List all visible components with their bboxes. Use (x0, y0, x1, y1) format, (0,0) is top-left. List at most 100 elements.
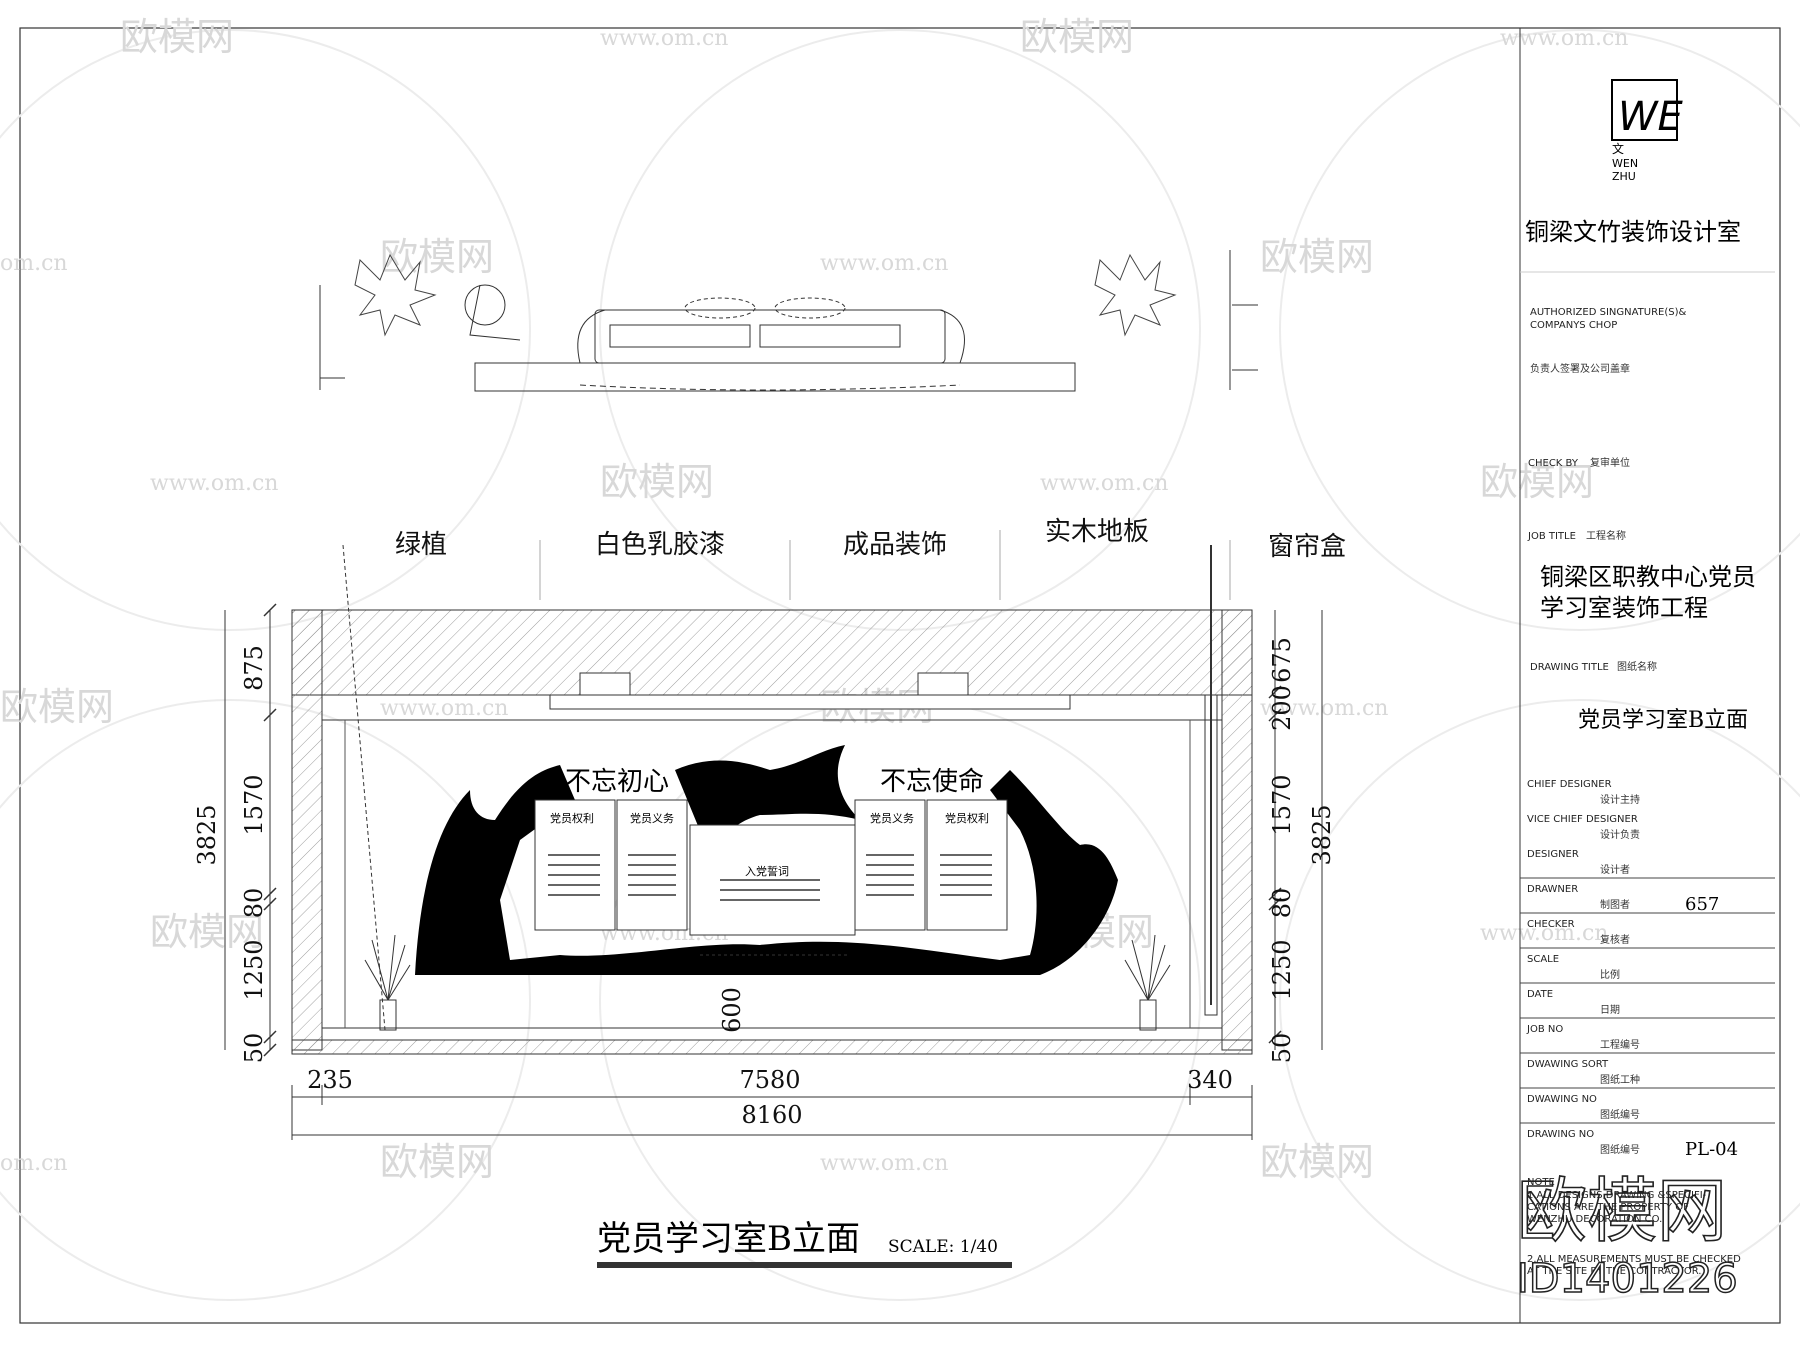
board-label: 党员权利 (945, 812, 989, 825)
label-white-paint: 白色乳胶漆 (595, 530, 725, 560)
row-label: DWAWING SORT (1527, 1059, 1609, 1070)
logo-cn: 文 (1612, 141, 1624, 156)
label-decoration: 成品装饰 (843, 530, 947, 560)
job-title-label: JOB TITLE (1527, 531, 1576, 542)
watermark-brand: 欧模网 (1260, 235, 1374, 279)
elevation: 不忘初心 不忘使命 党员权利 党员义务 入党誓词 党员义务 党员权利 (291, 544, 1253, 1055)
check-by-label: CHECK BY (1528, 458, 1579, 469)
bottom-dimensions (291, 1085, 1253, 1140)
watermark-url: www.om.cn (1500, 26, 1628, 51)
watermark-brand: 欧模网 (120, 15, 234, 59)
dim-80-right: 80 (1268, 888, 1296, 919)
drawing-title-cn: 图纸名称 (1617, 660, 1657, 673)
company-name: 铜梁文竹装饰设计室 (1525, 218, 1741, 246)
dim-1250: 1250 (240, 939, 268, 1000)
row-cn: 设计负责 (1600, 828, 1640, 841)
authorized-label2: COMPANYS CHOP (1530, 320, 1617, 331)
watermark-url: www.om.cn (1260, 696, 1388, 721)
dim-875: 875 (240, 645, 268, 691)
dim-8160: 8160 (741, 1101, 802, 1129)
watermark-url: www.om.cn (600, 26, 728, 51)
board-label: 党员义务 (870, 812, 914, 825)
note-title: NOTE (1527, 1177, 1555, 1188)
watermark-short: om.cn (0, 251, 68, 276)
row-value: PL-04 (1685, 1139, 1738, 1160)
note-line: CATIONS ARE THE PROPERTY OF (1527, 1202, 1689, 1213)
row-label: DWAWING NO (1527, 1094, 1597, 1105)
board-label: 党员义务 (630, 812, 674, 825)
dim-1570: 1570 (240, 774, 268, 835)
row-cn: 图纸编号 (1600, 1108, 1640, 1121)
dim-7580: 7580 (739, 1066, 800, 1094)
note-line: 2.ALL MEASUREMENTS MUST BE CHECKED (1527, 1254, 1741, 1265)
row-cn: 图纸工种 (1600, 1073, 1640, 1086)
dim-340: 340 (1187, 1066, 1233, 1094)
label-plant: 绿植 (395, 530, 447, 560)
drawing-name: 党员学习室B立面 (1578, 708, 1748, 733)
check-by-cn: 复审单位 (1590, 456, 1630, 469)
watermark-brand: 欧模网 (150, 910, 264, 954)
logo-mark: WE 文 WEN ZHU (1611, 79, 1684, 183)
dim-80: 80 (240, 888, 268, 919)
drawing-title: 党员学习室B立面 (597, 1219, 860, 1259)
watermark-short: om.cn (0, 1151, 68, 1176)
logo-en2: ZHU (1612, 170, 1636, 183)
right-dim-text: 675 200 1570 80 1250 50 3825 (1268, 637, 1336, 1063)
row-label: VICE CHIEF DESIGNER (1527, 814, 1638, 825)
slogan-left: 不忘初心 (565, 767, 669, 797)
watermark-url: www.om.cn (820, 1151, 948, 1176)
watermark-brand: 欧模网 (0, 685, 114, 729)
title-underline (597, 1262, 1012, 1268)
dim-50: 50 (240, 1033, 268, 1064)
dim-1250-right: 1250 (1268, 939, 1296, 1000)
plant-icon (354, 253, 1177, 337)
authorized-label: AUTHORIZED SINGNATURE(S)& (1530, 307, 1687, 318)
watermark-brand: 欧模网 (1020, 15, 1134, 59)
watermark-brand: 欧模网 (380, 1140, 494, 1184)
row-cn: 日期 (1600, 1004, 1620, 1016)
watermark-id: ID1401226 (1517, 1256, 1738, 1302)
left-dim-text: 3825 875 1570 80 1250 50 (193, 645, 268, 1063)
note-line: 1.ALL DESIGNS,DRAWING &SPECIFI- (1527, 1190, 1707, 1201)
slogan-right: 不忘使命 (880, 767, 984, 797)
row-label: DRAWING NO (1527, 1129, 1594, 1140)
row-cn: 工程编号 (1600, 1038, 1640, 1051)
row-label: DATE (1527, 989, 1553, 1000)
watermark-url: www.om.cn (380, 696, 508, 721)
watermarks: 欧模网 www.om.cn 欧模网 www.om.cn om.cn 欧模网 ww… (0, 15, 1628, 1184)
job-title-cn: 工程名称 (1586, 529, 1626, 542)
watermark-brand: 欧模网 (1480, 460, 1594, 504)
dim-1570-right: 1570 (1268, 774, 1296, 835)
plan-view (319, 250, 1258, 392)
project-name-2: 学习室装饰工程 (1540, 594, 1708, 622)
row-label: SCALE (1527, 954, 1559, 965)
row-label: CHECKER (1527, 919, 1575, 930)
row-label: JOB NO (1526, 1024, 1563, 1035)
note-line: AT THE SITE BY THE CONTRACTOR. (1527, 1266, 1702, 1277)
right-dimensions (1268, 610, 1323, 1050)
title-block: WE 文 WEN ZHU 铜梁文竹装饰设计室 AUTHORIZED SINGNA… (1519, 28, 1775, 1323)
board-label: 入党誓词 (745, 865, 789, 878)
watermark-url: www.om.cn (1040, 471, 1168, 496)
watermark-brand: 欧模网 (1260, 1140, 1374, 1184)
row-label: DRAWNER (1527, 884, 1578, 895)
notes: NOTE 1.ALL DESIGNS,DRAWING &SPECIFI- CAT… (1527, 1177, 1741, 1277)
dim-675: 675 (1268, 637, 1296, 683)
project-name-1: 铜梁区职教中心党员 (1540, 563, 1756, 591)
authorized-cn: 负责人签署及公司盖章 (1530, 362, 1630, 375)
potted-plant-icon (364, 934, 1171, 1031)
logo-en1: WEN (1612, 157, 1638, 170)
watermark-brand: 欧模网 (380, 235, 494, 279)
watermark-url: www.om.cn (1480, 921, 1608, 946)
row-value: 657 (1685, 894, 1719, 915)
left-dimensions (224, 603, 277, 1057)
dim-total-left: 3825 (193, 804, 221, 865)
cloud-decoration (415, 765, 1118, 975)
dim-235: 235 (307, 1066, 353, 1094)
row-cn: 复核者 (1600, 933, 1630, 946)
dim-600: 600 (718, 987, 746, 1033)
watermark-url: www.om.cn (820, 251, 948, 276)
bottom-dim-text: 235 7580 340 8160 600 (307, 987, 1233, 1129)
label-curtain-box: 窗帘盒 (1268, 532, 1346, 562)
